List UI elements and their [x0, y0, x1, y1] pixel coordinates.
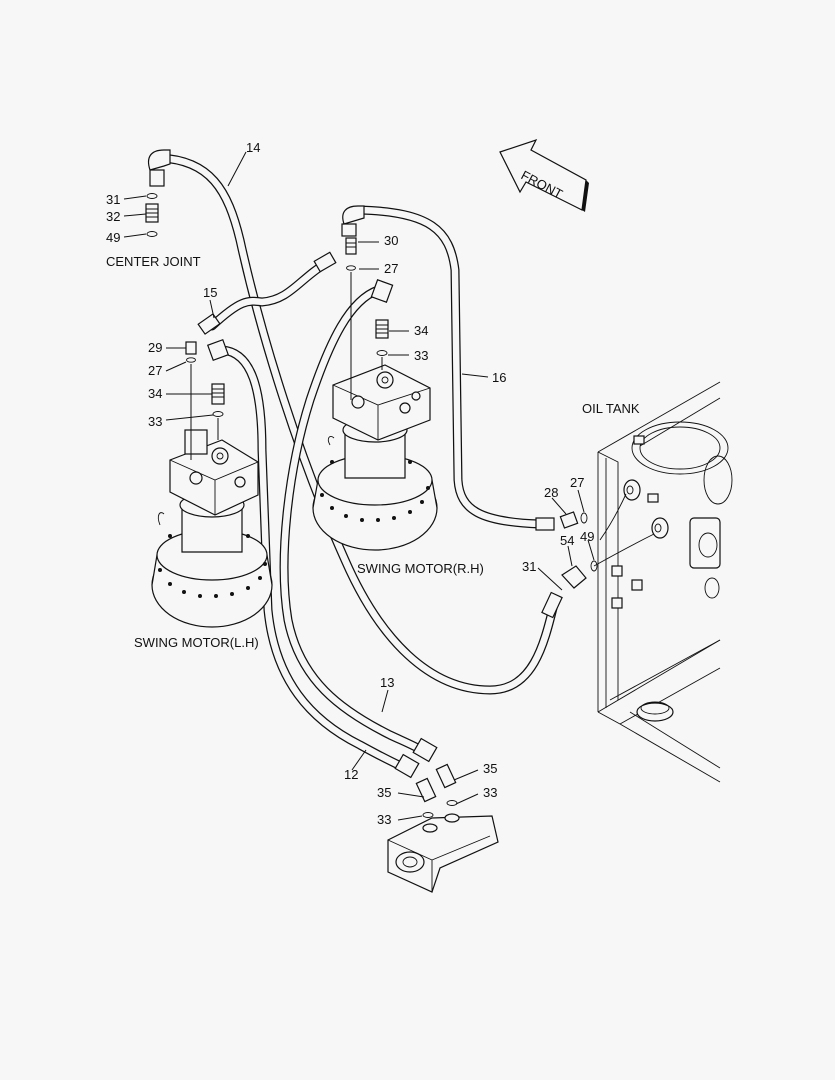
label-35-right: 35 — [483, 761, 497, 776]
front-arrow: FRONT — [499, 138, 589, 212]
caption-center-joint: CENTER JOINT — [106, 254, 201, 269]
label-28: 28 — [544, 485, 558, 500]
tank-fittings — [559, 511, 598, 589]
motor-fittings — [185, 237, 389, 460]
label-33-lh: 33 — [148, 414, 162, 429]
label-30: 30 — [384, 233, 398, 248]
label-12: 12 — [344, 767, 358, 782]
label-31-tank: 31 — [522, 559, 536, 574]
label-54: 54 — [560, 533, 574, 548]
label-32: 32 — [106, 209, 120, 224]
label-27-tank: 27 — [570, 475, 584, 490]
label-16: 16 — [492, 370, 506, 385]
part-labels: 14 31 32 49 30 27 15 34 33 29 27 34 33 1… — [106, 140, 594, 827]
label-49-tank: 49 — [580, 529, 594, 544]
label-29: 29 — [148, 340, 162, 355]
captions: CENTER JOINT OIL TANK SWING MOTOR(R.H) S… — [106, 254, 640, 650]
label-34-lh: 34 — [148, 386, 162, 401]
caption-oil-tank: OIL TANK — [582, 401, 640, 416]
label-14: 14 — [246, 140, 260, 155]
oil-tank — [593, 381, 733, 783]
label-27-rh: 27 — [384, 261, 398, 276]
label-33-rh: 33 — [414, 348, 428, 363]
label-15: 15 — [203, 285, 217, 300]
valve-block — [387, 763, 499, 893]
center-joint-fittings — [145, 193, 159, 237]
leader-lines — [123, 151, 595, 821]
label-34-rh: 34 — [414, 323, 428, 338]
caption-swing-motor-lh: SWING MOTOR(L.H) — [134, 635, 259, 650]
label-33-right: 33 — [483, 785, 497, 800]
label-35-left: 35 — [377, 785, 391, 800]
label-33-left: 33 — [377, 812, 391, 827]
hoses — [147, 149, 563, 779]
caption-swing-motor-rh: SWING MOTOR(R.H) — [357, 561, 484, 576]
label-27-lh: 27 — [148, 363, 162, 378]
label-13: 13 — [380, 675, 394, 690]
swing-motor-lh — [151, 429, 273, 628]
swing-motor-rh — [312, 364, 438, 551]
label-49-center: 49 — [106, 230, 120, 245]
label-31-center: 31 — [106, 192, 120, 207]
